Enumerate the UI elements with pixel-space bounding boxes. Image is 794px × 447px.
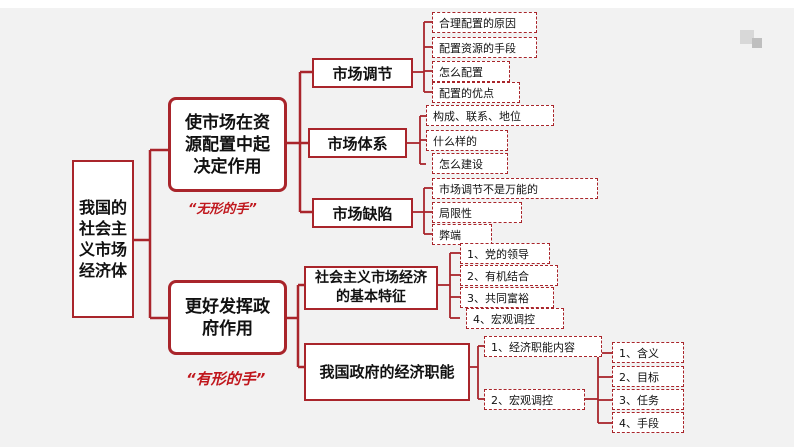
- root-label: 我国的社会主义市场经济体: [78, 198, 127, 280]
- leaf-label: 2、目标: [619, 370, 659, 384]
- leaf-label: 合理配置的原因: [439, 16, 516, 30]
- leaf-label: 4、手段: [619, 416, 659, 430]
- leaf-node: 弊端: [432, 224, 492, 245]
- leaf-node: 构成、联系、地位: [426, 105, 554, 126]
- branch-market-label: 使市场在资源配置中起决定作用: [185, 112, 270, 177]
- sub-economic-functions: 我国政府的经济职能: [304, 343, 470, 401]
- leaf-node: 4、手段: [612, 412, 684, 433]
- leaf-node: 局限性: [432, 202, 522, 223]
- leaf-label: 局限性: [439, 206, 472, 220]
- leaf-node: 3、任务: [612, 389, 684, 410]
- leaf-label: 3、任务: [619, 393, 659, 407]
- leaf-node: 市场调节不是万能的: [432, 178, 598, 199]
- leaf-label: 什么样的: [433, 134, 477, 148]
- sub-market-regulation: 市场调节: [312, 58, 413, 88]
- sub-market-system: 市场体系: [308, 128, 407, 158]
- leaf-label: 1、党的领导: [467, 247, 529, 261]
- invisible-hand-tag: “无形的手”: [188, 202, 257, 217]
- leaf-label: 市场调节不是万能的: [439, 182, 538, 196]
- leaf-label: 构成、联系、地位: [433, 109, 521, 123]
- sub-basic-features: 社会主义市场经济的基本特征: [304, 266, 438, 310]
- leaf-node: 2、有机结合: [460, 265, 558, 286]
- leaf-node: 什么样的: [426, 130, 508, 151]
- leaf-node: 3、共同富裕: [460, 287, 554, 308]
- leaf-label: 1、经济职能内容: [491, 340, 575, 354]
- leaf-label: 3、共同富裕: [467, 291, 529, 305]
- sub-economic-functions-label: 我国政府的经济职能: [319, 363, 455, 381]
- leaf-node: 怎么建设: [432, 153, 508, 174]
- leaf-label: 怎么配置: [439, 65, 483, 79]
- leaf-label: 1、含义: [619, 346, 659, 360]
- leaf-node: 怎么配置: [432, 61, 510, 82]
- leaf-node: 配置资源的手段: [432, 37, 537, 58]
- leaf-label: 弊端: [439, 228, 461, 242]
- leaf-node: 配置的优点: [432, 82, 520, 103]
- leaf-node: 1、经济职能内容: [484, 336, 602, 357]
- sub-basic-features-label: 社会主义市场经济的基本特征: [315, 270, 427, 305]
- leaf-node: 合理配置的原因: [432, 12, 537, 33]
- leaf-node: 2、宏观调控: [484, 389, 585, 410]
- sub-market-defects-label: 市场缺陷: [332, 204, 393, 223]
- visible-hand-tag: “有形的手”: [186, 370, 266, 388]
- branch-government-node: 更好发挥政府作用: [168, 280, 287, 355]
- leaf-node: 4、宏观调控: [466, 308, 564, 329]
- sub-market-system-label: 市场体系: [327, 134, 388, 153]
- corner-decor-square-small: [752, 38, 762, 48]
- leaf-label: 怎么建设: [439, 157, 483, 171]
- branch-market-node: 使市场在资源配置中起决定作用: [168, 97, 287, 192]
- sub-market-defects: 市场缺陷: [312, 198, 413, 228]
- leaf-node: 2、目标: [612, 366, 684, 387]
- sub-market-regulation-label: 市场调节: [332, 64, 393, 83]
- root-node: 我国的社会主义市场经济体: [72, 160, 134, 318]
- leaf-node: 1、党的领导: [460, 243, 550, 264]
- leaf-label: 2、宏观调控: [491, 393, 553, 407]
- leaf-label: 配置资源的手段: [439, 41, 516, 55]
- leaf-node: 1、含义: [612, 342, 684, 363]
- corner-decor-square: [740, 30, 754, 44]
- branch-government-label: 更好发挥政府作用: [185, 296, 270, 339]
- top-decor-bar: [0, 0, 794, 8]
- leaf-label: 配置的优点: [439, 86, 494, 100]
- leaf-label: 2、有机结合: [467, 269, 529, 283]
- leaf-label: 4、宏观调控: [473, 312, 535, 326]
